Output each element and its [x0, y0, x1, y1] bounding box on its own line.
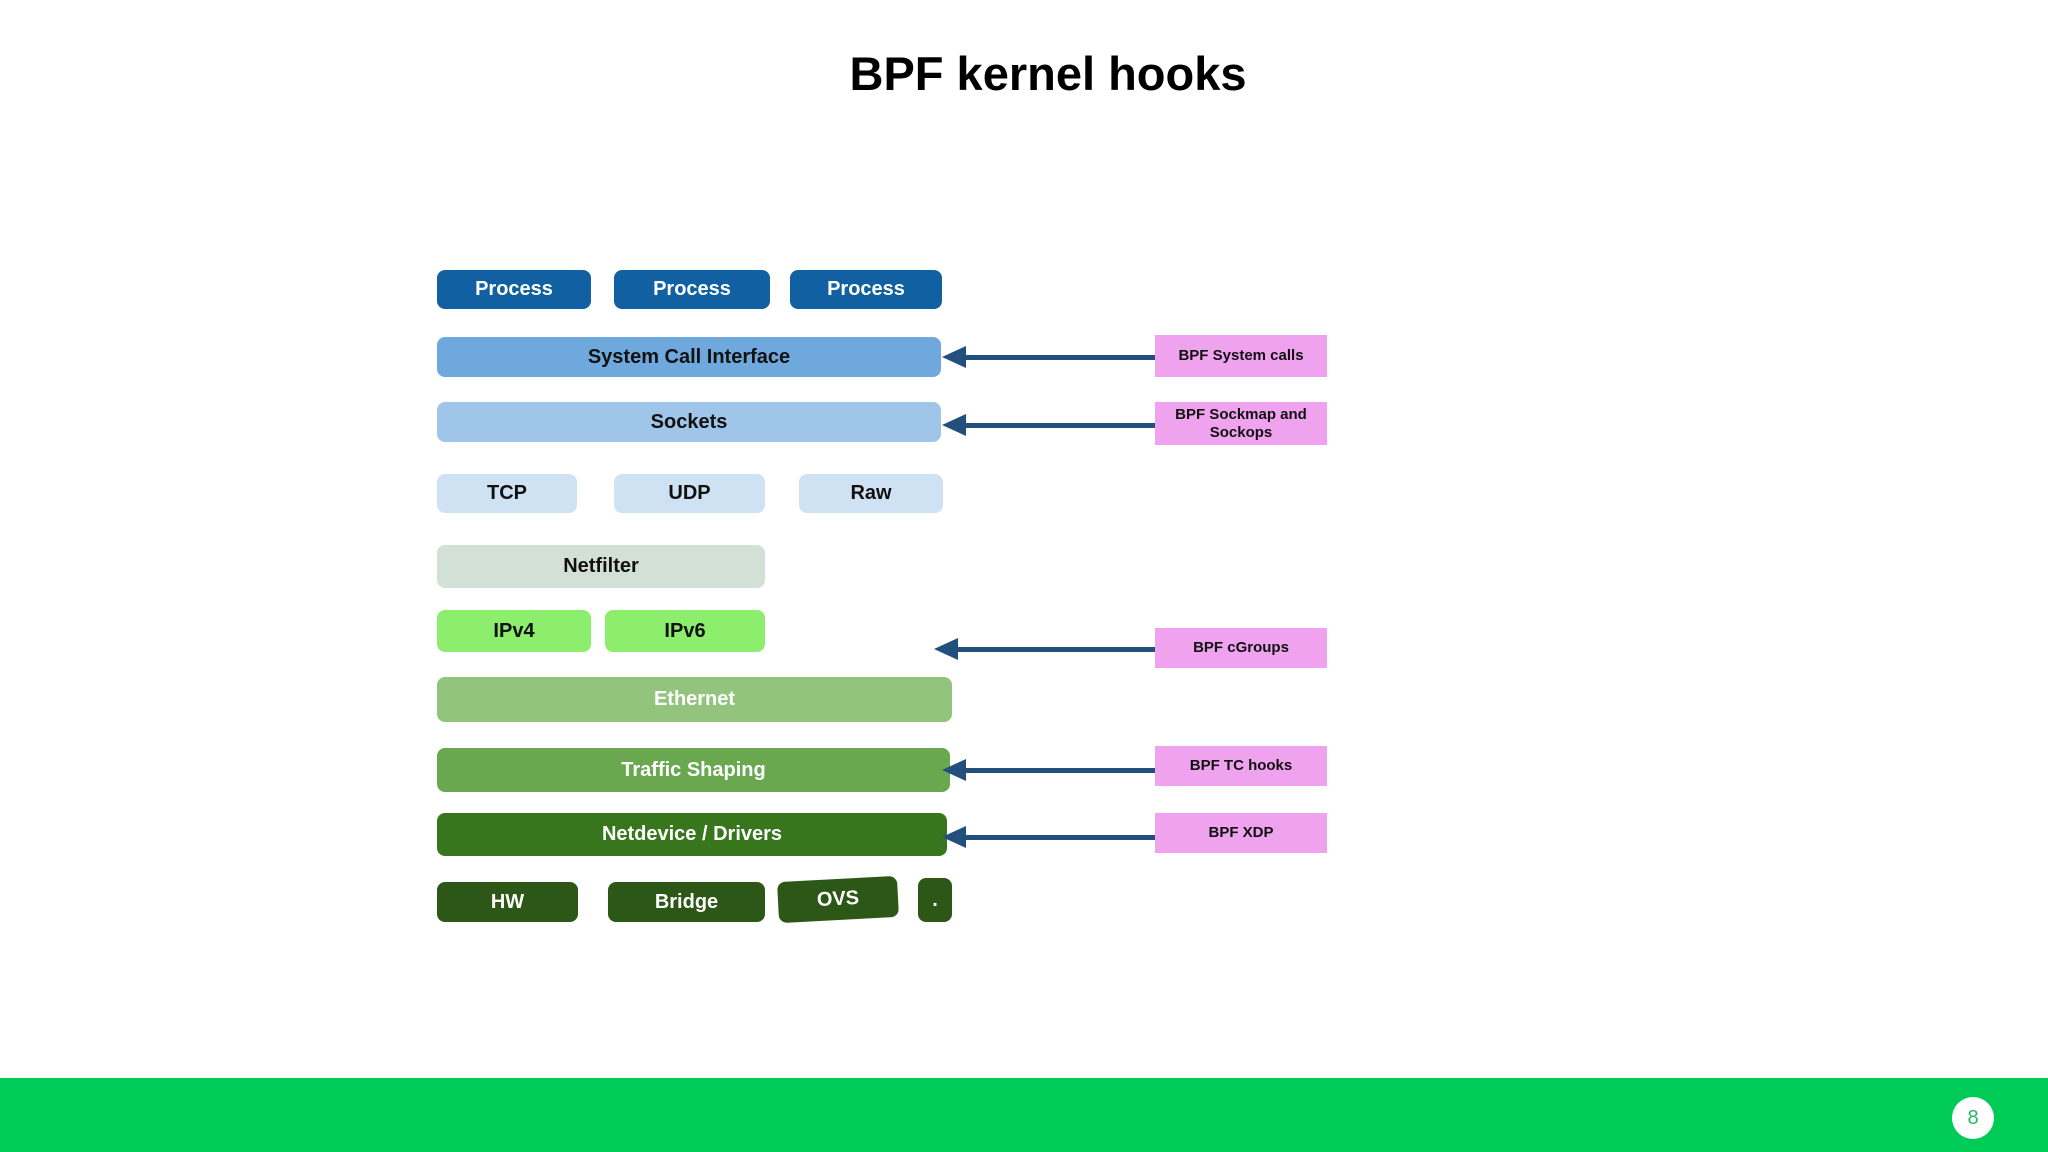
hook-label-bpf-system-calls: BPF System calls — [1155, 335, 1327, 377]
layer-ipv6: IPv6 — [605, 610, 765, 652]
footer-bar — [0, 1078, 2048, 1152]
arrow-line — [964, 834, 1155, 840]
box-ellipsis: . — [918, 878, 952, 922]
arrowhead-left-icon — [942, 414, 966, 436]
box-hw: HW — [437, 882, 578, 922]
arrow-bpf-sockmap-sockops — [942, 414, 1155, 436]
layer-tcp: TCP — [437, 474, 577, 513]
arrow-bpf-cgroups — [934, 638, 1155, 660]
arrowhead-left-icon — [942, 759, 966, 781]
box-ovs: OVS — [777, 875, 899, 924]
arrow-bpf-xdp — [942, 826, 1155, 848]
layer-traffic-shaping: Traffic Shaping — [437, 748, 950, 792]
arrow-line — [956, 646, 1155, 652]
arrowhead-left-icon — [942, 346, 966, 368]
arrowhead-left-icon — [942, 826, 966, 848]
box-process-1: Process — [437, 270, 591, 309]
hook-label-bpf-tc-hooks: BPF TC hooks — [1155, 746, 1327, 786]
arrowhead-left-icon — [934, 638, 958, 660]
arrow-bpf-tc-hooks — [942, 759, 1155, 781]
hook-label-bpf-xdp: BPF XDP — [1155, 813, 1327, 853]
box-bridge: Bridge — [608, 882, 765, 922]
slide-title: BPF kernel hooks — [849, 47, 1247, 100]
arrow-line — [964, 354, 1155, 360]
layer-ethernet: Ethernet — [437, 677, 952, 722]
arrow-line — [964, 422, 1155, 428]
layer-sockets: Sockets — [437, 402, 941, 442]
layer-ipv4: IPv4 — [437, 610, 591, 652]
arrow-bpf-system-calls — [942, 346, 1155, 368]
hook-label-bpf-cgroups: BPF cGroups — [1155, 628, 1327, 668]
layer-udp: UDP — [614, 474, 765, 513]
hook-label-bpf-sockmap-sockops: BPF Sockmap and Sockops — [1155, 402, 1327, 445]
layer-system-call-interface: System Call Interface — [437, 337, 941, 377]
layer-netdevice-drivers: Netdevice / Drivers — [437, 813, 947, 856]
page-number-badge: 8 — [1952, 1097, 1994, 1139]
box-process-3: Process — [790, 270, 942, 309]
box-process-2: Process — [614, 270, 770, 309]
arrow-line — [964, 767, 1155, 773]
layer-raw: Raw — [799, 474, 943, 513]
layer-netfilter: Netfilter — [437, 545, 765, 588]
